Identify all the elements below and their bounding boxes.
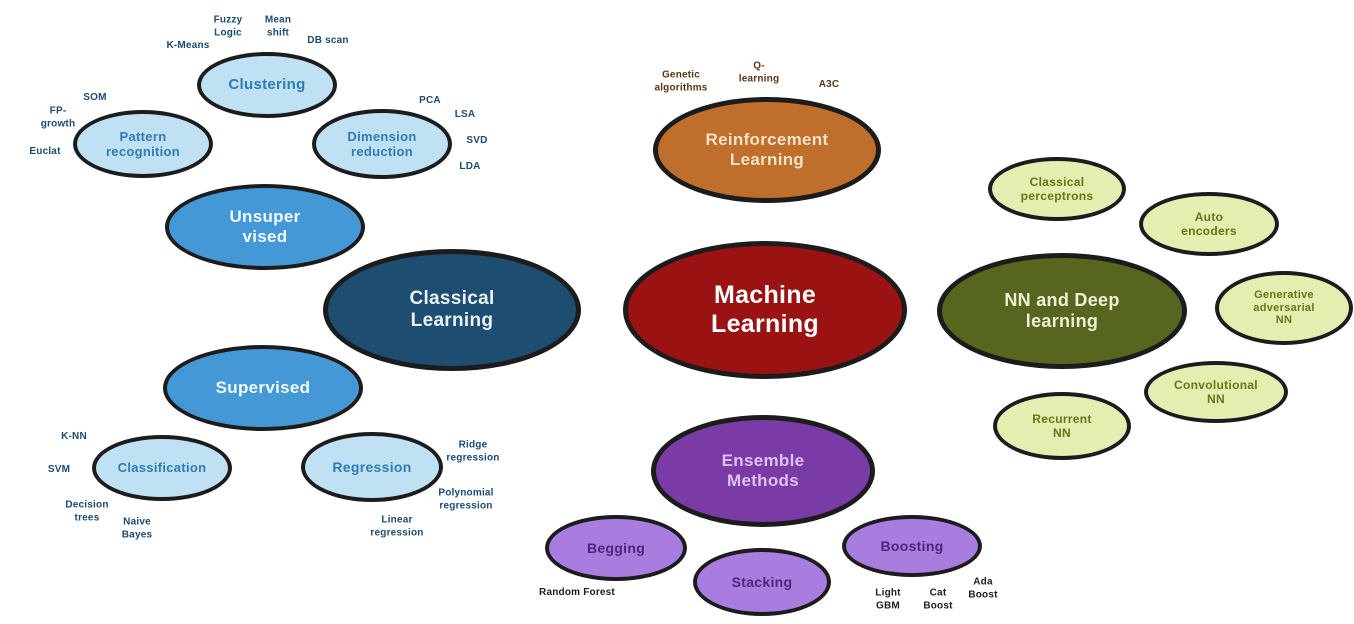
db-scan-label: DB scan xyxy=(307,34,349,46)
cat-boost-label: Cat Boost xyxy=(923,587,953,612)
reinforcement-learning-node: Reinforcement Learning xyxy=(653,97,881,203)
boosting-node: Boosting xyxy=(842,515,982,577)
lsa-label: LSA xyxy=(454,108,476,120)
auto-encoders-node: Auto encoders xyxy=(1139,192,1279,256)
genetic-algorithms-label: Genetic algorithms xyxy=(654,69,708,94)
pca-label: PCA xyxy=(419,94,441,106)
decision-trees-label: Decision trees xyxy=(65,499,109,524)
som-label: SOM xyxy=(83,91,107,103)
regression-node: Regression xyxy=(301,432,443,502)
convolutional-nn-node: Convolutional NN xyxy=(1144,361,1288,423)
dimension-reduction-node: Dimension reduction xyxy=(312,109,452,179)
ensemble-methods-node: Ensemble Methods xyxy=(651,415,875,527)
ridge-regression-label: Ridge regression xyxy=(446,439,500,464)
naive-bayes-label: Naive Bayes xyxy=(121,516,153,541)
lda-label: LDA xyxy=(459,160,481,172)
stacking-node: Stacking xyxy=(693,548,831,616)
random-forest-label: Random Forest xyxy=(539,586,615,598)
fp-growth-label: FP- growth xyxy=(40,105,76,130)
linear-regression-label: Linear regression xyxy=(370,514,424,539)
k-nn-label: K-NN xyxy=(61,430,87,442)
svd-label: SVD xyxy=(466,134,488,146)
classical-learning-node: Classical Learning xyxy=(323,249,581,371)
fuzzy-logic-label: Fuzzy Logic xyxy=(213,14,243,39)
a3c-label: A3C xyxy=(818,78,840,90)
generative-adversarial-nn-node: Generative adversarial NN xyxy=(1215,271,1353,345)
pattern-recognition-node: Pattern recognition xyxy=(73,110,213,178)
begging-node: Begging xyxy=(545,515,687,581)
clustering-node: Clustering xyxy=(197,52,337,118)
svm-label: SVM xyxy=(47,463,71,475)
unsupervised-node: Unsuper vised xyxy=(165,184,365,270)
recurrent-nn-node: Recurrent NN xyxy=(993,392,1131,460)
mean-shift-label: Mean shift xyxy=(264,14,292,39)
k-means-label: K-Means xyxy=(166,39,210,51)
q-learning-label: Q- learning xyxy=(738,60,780,85)
classification-node: Classification xyxy=(92,435,232,501)
euclat-label: Euclat xyxy=(29,145,61,157)
light-gbm-label: Light GBM xyxy=(875,587,901,612)
classical-perceptrons-node: Classical perceptrons xyxy=(988,157,1126,221)
machine-learning-node: Machine Learning xyxy=(623,241,907,379)
nn-and-deep-learning-node: NN and Deep learning xyxy=(937,253,1187,369)
ada-boost-label: Ada Boost xyxy=(968,576,998,601)
polynomial-regression-label: Polynomial regression xyxy=(438,487,494,512)
supervised-node: Supervised xyxy=(163,345,363,431)
